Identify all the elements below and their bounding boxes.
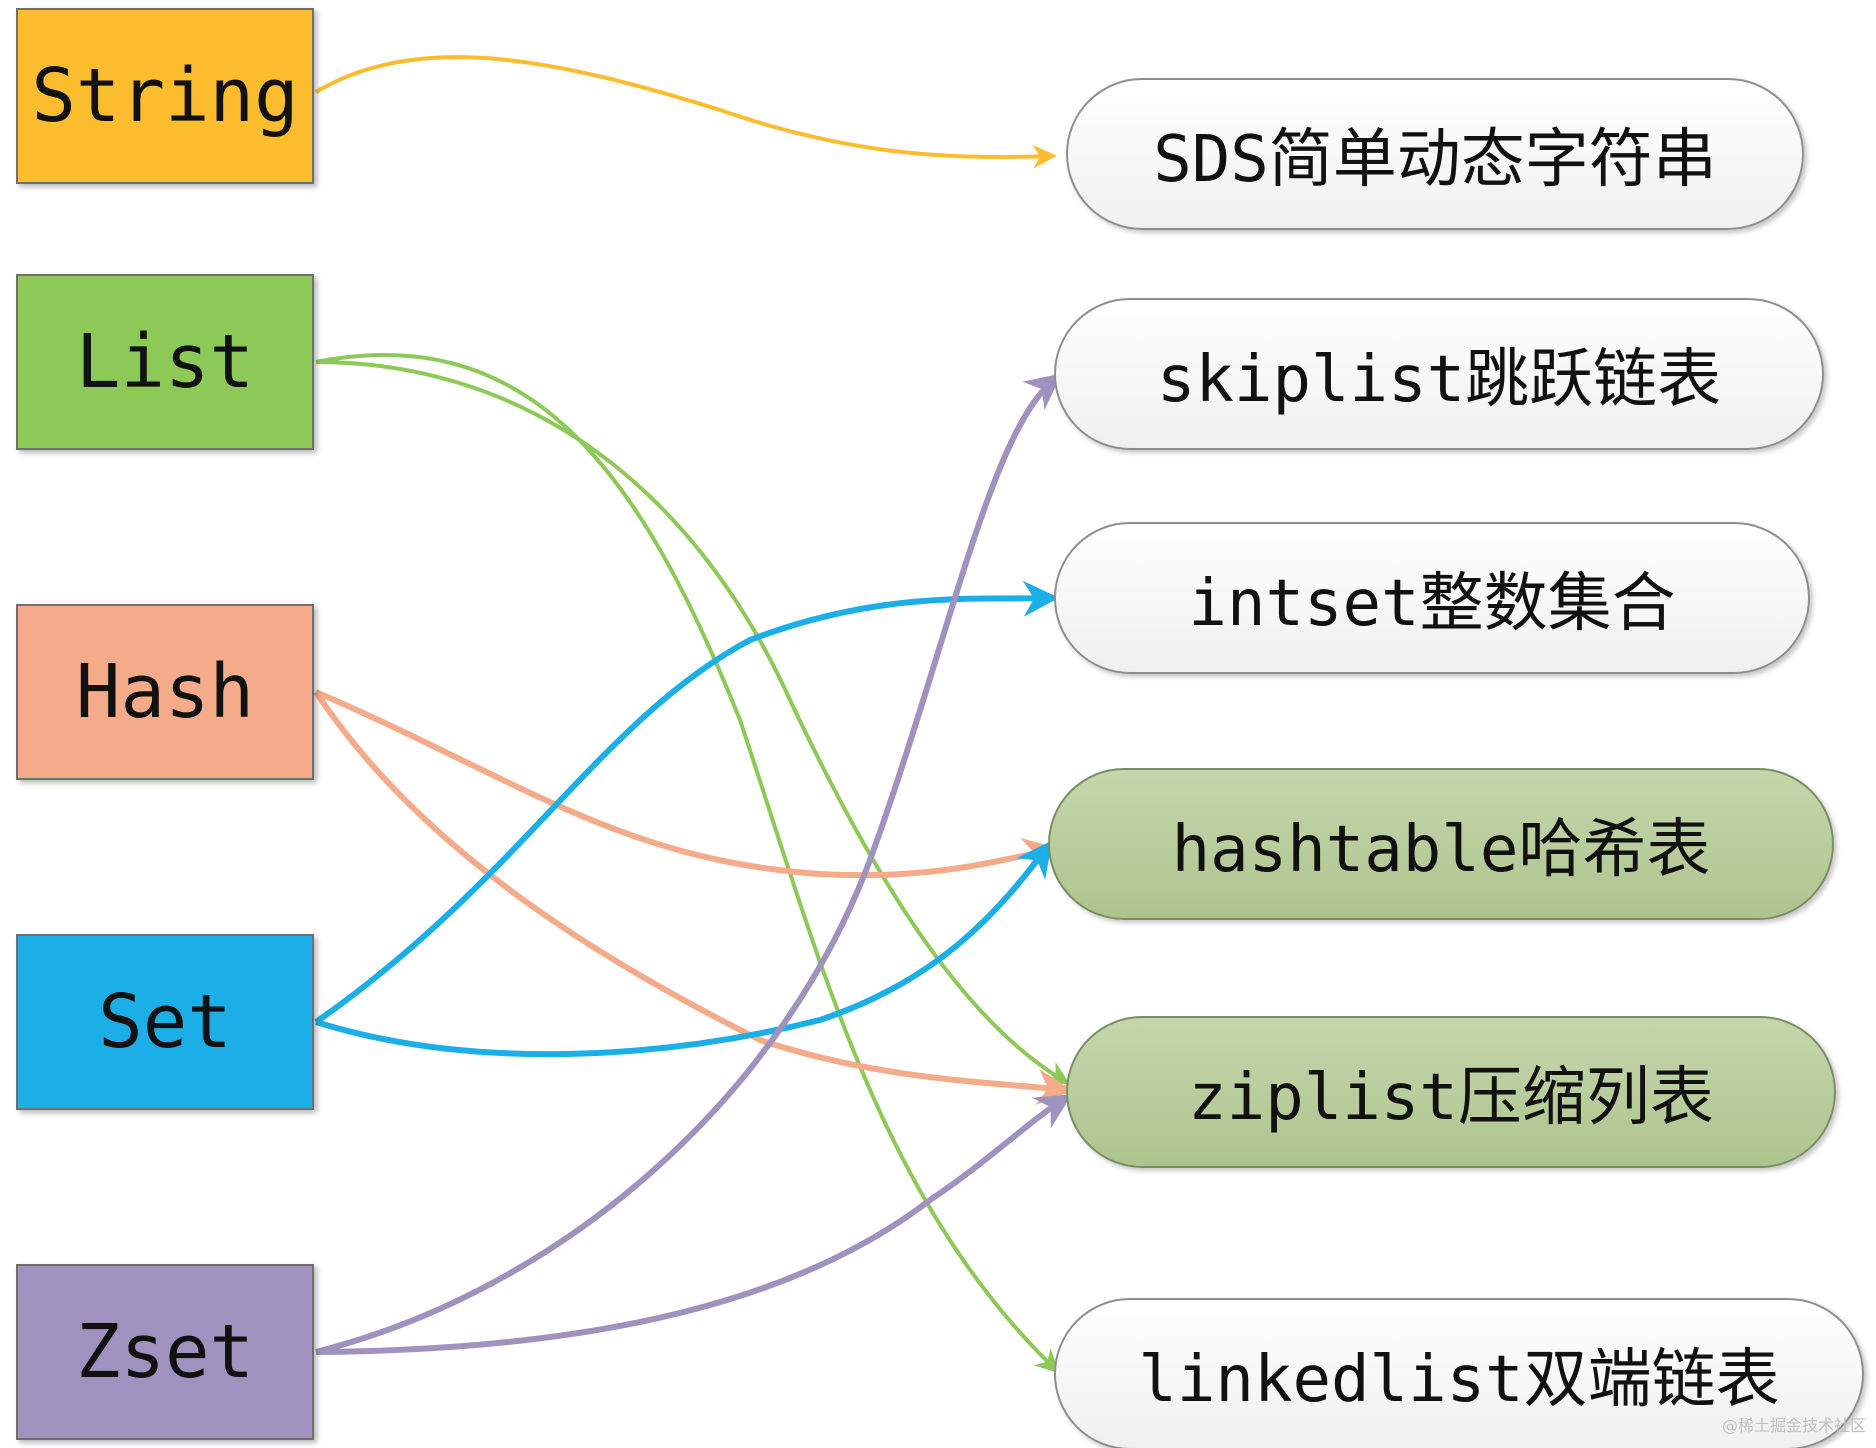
- struct-label-hashtable: hashtable哈希表: [1171, 813, 1711, 887]
- type-label-hash: Hash: [75, 649, 255, 735]
- connector-list-ziplist: [315, 360, 1071, 1085]
- connector-zset-skiplist: [315, 373, 1062, 1355]
- watermark: @稀土掘金技术社区: [1721, 1416, 1866, 1435]
- type-box-set: Set: [16, 934, 314, 1110]
- struct-label-skiplist: skiplist跳跃链表: [1156, 343, 1722, 417]
- connector-string-sds: [314, 55, 1057, 169]
- type-label-list: List: [75, 319, 255, 405]
- type-label-set: Set: [98, 979, 232, 1065]
- struct-label-intset: intset整数集合: [1188, 567, 1676, 641]
- struct-node-linkedlist: linkedlist双端链表: [1054, 1298, 1864, 1448]
- struct-node-sds: SDS简单动态字符串: [1066, 78, 1804, 230]
- type-box-list: List: [16, 274, 314, 450]
- struct-label-sds: SDS简单动态字符串: [1153, 123, 1717, 197]
- connector-list-linkedlist: [315, 352, 1060, 1374]
- type-box-string: String: [16, 8, 314, 184]
- type-label-string: String: [31, 53, 299, 139]
- connector-set-hashtable: [315, 840, 1053, 1058]
- connector-set-intset: [314, 580, 1060, 1025]
- struct-node-intset: intset整数集合: [1054, 522, 1810, 674]
- struct-label-ziplist: ziplist压缩列表: [1188, 1061, 1714, 1135]
- struct-node-skiplist: skiplist跳跃链表: [1054, 298, 1824, 450]
- connector-zset-ziplist: [315, 1094, 1073, 1355]
- struct-label-linkedlist: linkedlist双端链表: [1138, 1343, 1780, 1417]
- type-box-zset: Zset: [16, 1264, 314, 1440]
- struct-node-hashtable: hashtable哈希表: [1048, 768, 1834, 920]
- connector-hash-ziplist: [313, 690, 1074, 1105]
- struct-node-ziplist: ziplist压缩列表: [1066, 1016, 1836, 1168]
- type-box-hash: Hash: [16, 604, 314, 780]
- type-label-zset: Zset: [75, 1309, 255, 1395]
- connector-hash-hashtable: [314, 689, 1060, 879]
